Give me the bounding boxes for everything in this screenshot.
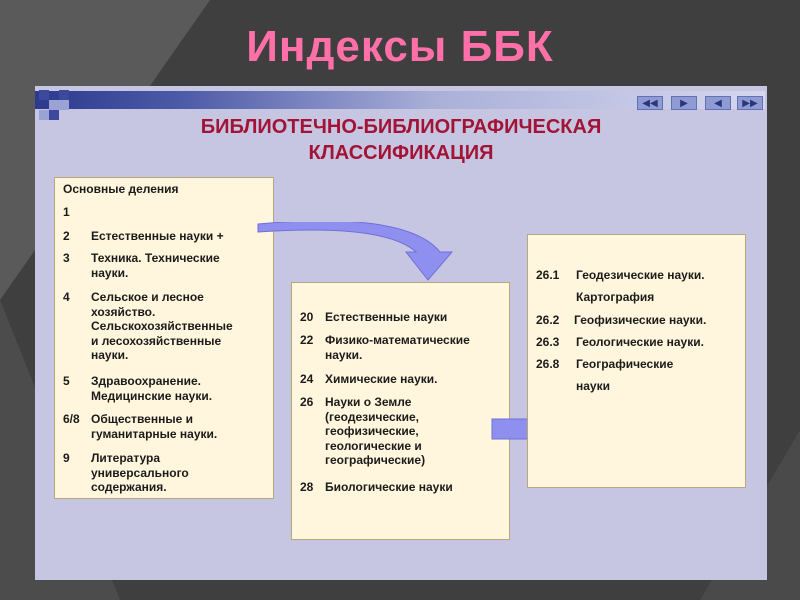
item-text: Геодезические науки. Картография <box>576 268 705 304</box>
nav-prev-icon[interactable]: ◀ <box>705 96 731 110</box>
decorative-header-bar <box>35 91 765 109</box>
page-title: Индексы ББК <box>246 22 554 71</box>
item-number: 5 <box>63 374 70 388</box>
item-text: Общественные и гуманитарные науки. <box>91 412 218 441</box>
item-text: Техника. Технические науки. <box>91 251 220 280</box>
nav-first-icon[interactable]: ◀◀ <box>637 96 663 110</box>
item-text: Геологические науки. <box>576 335 704 349</box>
earth-sciences-box: 26.1 Геодезические науки. Картография 26… <box>527 234 746 488</box>
decor-square <box>49 100 59 110</box>
item-number: 20 <box>300 310 314 324</box>
item-number: 2 <box>63 229 70 243</box>
nav-next-icon[interactable]: ▶ <box>671 96 697 110</box>
item-text: Биологические науки <box>325 480 453 494</box>
item-number: 28 <box>300 480 314 494</box>
item-text: Литература универсального содержания. <box>91 451 189 494</box>
item-text: Химические науки. <box>325 372 438 386</box>
item-number: 24 <box>300 372 314 386</box>
heading-line-2: КЛАССИФИКАЦИЯ <box>308 142 494 164</box>
item-number: 22 <box>300 333 314 347</box>
heading-line-1: БИБЛИОТЕЧНО-БИБЛИОГРАФИЧЕСКАЯ <box>200 116 602 138</box>
item-number: 1 <box>63 205 70 219</box>
decor-square <box>39 110 49 120</box>
natural-sciences-box: 20 Естественные науки 22 Физико-математи… <box>291 282 510 540</box>
item-number: 9 <box>63 451 70 465</box>
item-number: 26.8 <box>536 357 560 371</box>
item-text: Географические науки <box>576 357 674 393</box>
decor-square <box>49 110 59 120</box>
decor-square <box>59 90 69 100</box>
item-number: 26 <box>300 395 314 409</box>
main-divisions-box: Основные деления 1 2 Естественные науки … <box>54 177 274 499</box>
item-number: 4 <box>63 290 70 304</box>
decor-square <box>59 100 69 110</box>
nav-last-icon[interactable]: ▶▶ <box>737 96 763 110</box>
item-text: Естественные науки + <box>91 229 224 243</box>
item-text: Геофизические науки. <box>574 313 707 327</box>
item-text: Здравоохранение. Медицинские науки. <box>91 374 213 403</box>
item-text: Физико-математические науки. <box>325 333 470 362</box>
item-text: Сельское и лесное хозяйство. Сельскохозя… <box>91 290 233 362</box>
item-number: 6/8 <box>63 412 80 426</box>
item-number: 26.2 <box>536 313 560 327</box>
item-number: 26.3 <box>536 335 560 349</box>
box-header: Основные деления <box>63 182 179 196</box>
decor-square <box>39 90 49 100</box>
curved-arrow <box>257 222 454 281</box>
item-number: 3 <box>63 251 70 265</box>
item-number: 26.1 <box>536 268 560 282</box>
item-text: Науки о Земле (геодезические, геофизичес… <box>325 395 426 467</box>
item-text: Естественные науки <box>325 310 448 324</box>
